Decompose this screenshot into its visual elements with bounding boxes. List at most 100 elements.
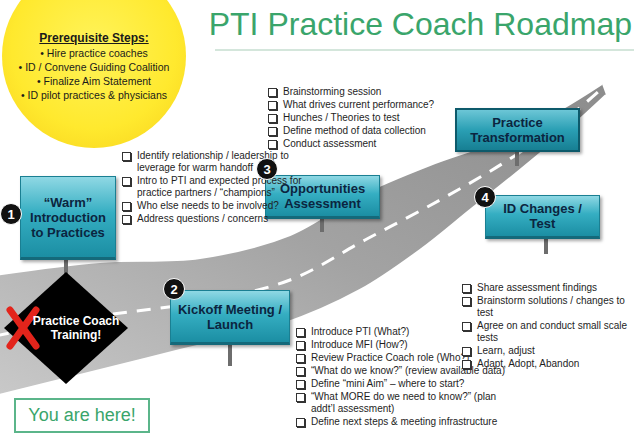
sign-poles — [64, 148, 548, 366]
node-label: You are here! — [28, 405, 135, 426]
checkbox — [296, 367, 305, 376]
node-text-group: Kickoff Meeting / Launch — [177, 302, 283, 332]
checkbox — [462, 347, 471, 356]
checklist-text: Define next steps & meeting infrastructu… — [311, 416, 497, 428]
node-text-group: Practice Coach Training! — [24, 314, 128, 342]
goal-sign: Practice Transformation — [455, 108, 580, 152]
callout-number-text: 3 — [263, 162, 270, 177]
checkbox — [268, 88, 277, 97]
checklist-text: Define “mini Aim” – where to start? — [311, 378, 464, 390]
checklist-text: Conduct assessment — [283, 138, 376, 150]
checklist-item: Define next steps & meeting infrastructu… — [296, 416, 521, 428]
node-text-group: “Warm” Introduction to Practices — [27, 195, 109, 240]
node-label: ID Changes / Test — [492, 201, 593, 231]
checkbox — [296, 393, 305, 402]
checklist-text: What drives current performance? — [283, 99, 434, 111]
node-text-group: 3 — [263, 162, 270, 177]
node-label: Kickoff Meeting / Launch — [177, 302, 283, 332]
checkbox — [296, 341, 305, 350]
checkbox — [122, 177, 131, 186]
checklist-item: Conduct assessment — [268, 138, 468, 150]
node-text-group: 2 — [170, 282, 177, 297]
callout-number: 4 — [474, 186, 496, 208]
callout-number: 2 — [163, 278, 185, 300]
checkbox — [268, 140, 277, 149]
callout-number-text: 1 — [7, 207, 14, 222]
node-label: “Warm” Introduction to Practices — [27, 195, 109, 240]
checklist-text: Introduce MFI (How?) — [311, 339, 408, 351]
checklist-item: What drives current performance? — [268, 99, 468, 111]
checklist-text: Brainstorm solutions / changes to test — [477, 295, 634, 319]
node-text-group: ID Changes / Test — [492, 201, 593, 231]
checklist-text: Review Practice Coach role (Who?) — [311, 352, 469, 364]
checklist: Identify relationship / leadership to le… — [122, 150, 307, 226]
title-rule — [215, 50, 634, 51]
checklist-item: Address questions / concerns — [122, 213, 307, 225]
checkbox — [268, 127, 277, 136]
checklist-item: Share assessment findings — [462, 282, 634, 294]
checklist-item: Intro to PTI and expected process for pr… — [122, 175, 307, 199]
red-cross — [10, 310, 36, 346]
page-title: PTI Practice Coach Roadmap — [190, 6, 632, 43]
checkbox — [462, 284, 471, 293]
checklist-text: Adapt, Adopt, Abandon — [477, 358, 579, 370]
node-label: Practice Transformation — [463, 115, 572, 145]
checkbox — [122, 202, 131, 211]
checklist-item: Learn, adjust — [462, 345, 634, 357]
checklist-text: “What do we know?” (review available dat… — [311, 365, 505, 377]
checklist-text: Learn, adjust — [477, 345, 535, 357]
checklist-text: Introduce PTI (What?) — [311, 326, 409, 338]
checklist: Brainstorming sessionWhat drives current… — [268, 86, 468, 151]
node-text-group: Prerequisite Steps:• Hire practice coach… — [14, 30, 174, 102]
checklist-text: Agree on and conduct small scale tests — [477, 320, 634, 344]
warning-diamond: Practice Coach Training! — [4, 272, 128, 384]
checklist: Share assessment findingsBrainstorm solu… — [462, 282, 634, 371]
checklist-item: Brainstorming session — [268, 86, 468, 98]
callout-number: 1 — [0, 203, 22, 225]
callout-number: 3 — [256, 158, 278, 180]
checkbox — [296, 418, 305, 427]
checkbox — [122, 152, 131, 161]
checkbox — [296, 354, 305, 363]
checkbox — [296, 328, 305, 337]
checkbox — [296, 380, 305, 389]
checklist-item: Hunches / Theories to test — [268, 112, 468, 124]
checkbox — [268, 114, 277, 123]
checkbox — [462, 322, 471, 331]
step-sign: “Warm” Introduction to Practices — [20, 176, 116, 260]
checklist-item: Define method of data collection — [268, 125, 468, 137]
callout-number-text: 2 — [170, 282, 177, 297]
checkbox — [462, 360, 471, 369]
you-are-here-box: You are here! — [14, 398, 150, 433]
checklist-item: Identify relationship / leadership to le… — [122, 150, 307, 174]
step-sign: Kickoff Meeting / Launch — [170, 290, 290, 345]
prerequisite-item: • ID / Convene Guiding Coalition — [14, 60, 174, 74]
prerequisite-heading: Prerequisite Steps: — [14, 30, 174, 46]
checklist-text: Brainstorming session — [283, 86, 381, 98]
node-text-group: 1 — [7, 207, 14, 222]
node-text-group: 4 — [481, 190, 488, 205]
checklist-text: Intro to PTI and expected process for pr… — [137, 175, 307, 199]
checklist-item: Adapt, Adopt, Abandon — [462, 358, 634, 370]
prerequisite-item: • Finalize Aim Statement — [14, 74, 174, 88]
node-text-group: You are here! — [28, 405, 135, 426]
checklist-text: Who else needs to be involved? — [137, 200, 279, 212]
checklist-item: Agree on and conduct small scale tests — [462, 320, 634, 344]
node-text-group: Practice Transformation — [463, 115, 572, 145]
checklist-text: Address questions / concerns — [137, 213, 268, 225]
prerequisite-item: • Hire practice coaches — [14, 46, 174, 60]
checklist-item: Who else needs to be involved? — [122, 200, 307, 212]
checkbox — [462, 297, 471, 306]
checklist-text: Share assessment findings — [477, 282, 597, 294]
checkbox — [122, 215, 131, 224]
callout-number-text: 4 — [481, 190, 488, 205]
prerequisite-circle: Prerequisite Steps:• Hire practice coach… — [2, 0, 186, 148]
checklist-text: “What MORE do we need to know?” (plan ad… — [311, 391, 521, 415]
prerequisite-item: • ID pilot practices & physicians — [14, 88, 174, 102]
checklist-item: “What MORE do we need to know?” (plan ad… — [296, 391, 521, 415]
diamond-shape — [4, 272, 128, 384]
checklist-text: Hunches / Theories to test — [283, 112, 400, 124]
node-label: Practice Coach Training! — [24, 314, 128, 342]
checklist-item: Define “mini Aim” – where to start? — [296, 378, 521, 390]
